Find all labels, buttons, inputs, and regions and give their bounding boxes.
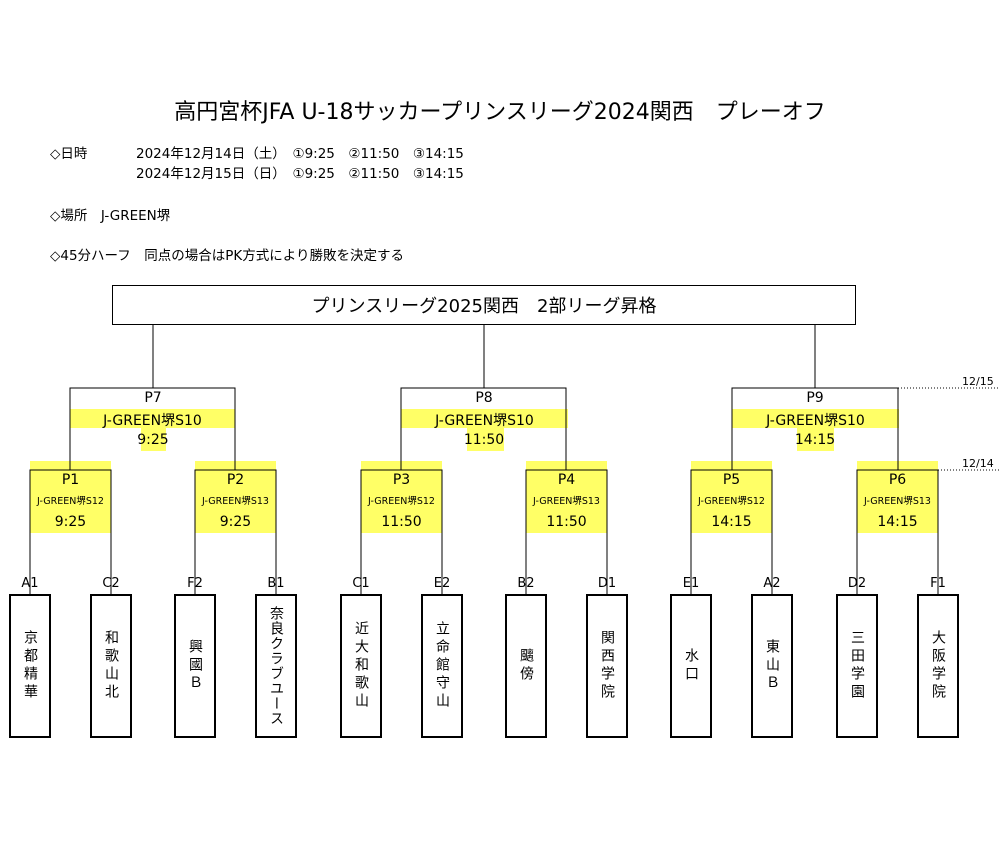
team-name: 興國Ｂ (187, 639, 203, 693)
match-venue-p8: J-GREEN堺S10 (435, 413, 534, 429)
match-time-p5: 14:15 (711, 514, 752, 530)
match-time-p1: 9:25 (54, 514, 87, 530)
match-venue-p6: J-GREEN堺S13 (864, 496, 931, 507)
team-box: 京都精華 (9, 594, 51, 738)
match-id-p8: P8 (475, 390, 493, 406)
team-box: 䬜傍 (505, 594, 547, 738)
match-venue-p5: J-GREEN堺S12 (698, 496, 765, 507)
seed-label: A2 (763, 576, 781, 591)
promotion-label: プリンスリーグ2025関西 2部リーグ昇格 (311, 296, 657, 317)
seed-label: A1 (21, 576, 39, 591)
seed-label: B1 (267, 576, 285, 591)
seed-label: C1 (352, 576, 370, 591)
date-line-2: 2024年12月15日（日） ①9:25 ②11:50 ③14:15 (136, 166, 464, 182)
rule-line: ◇45分ハーフ 同点の場合はPK方式により勝敗を決定する (50, 248, 404, 264)
team-box: 関西学院 (586, 594, 628, 738)
match-id-p5: P5 (722, 472, 741, 488)
final-venue-bg-p7 (70, 409, 235, 428)
seed-label: D2 (847, 576, 867, 591)
team-box: 和歌山北 (90, 594, 132, 738)
semi-venue-bg-p3 (361, 461, 442, 533)
semi-venue-bg-p6 (857, 461, 938, 533)
team-name: 関西学院 (599, 630, 615, 702)
seed-label: C2 (102, 576, 120, 591)
match-id-p2: P2 (226, 472, 245, 488)
match-venue-p9: J-GREEN堺S10 (766, 413, 865, 429)
team-name: 大阪学院 (930, 630, 946, 702)
seed-label: F1 (930, 576, 946, 591)
team-box: 奈良クラブユース (255, 594, 297, 738)
seed-label: F2 (187, 576, 203, 591)
match-time-p9: 14:15 (794, 432, 836, 448)
date-line-1: 2024年12月14日（土） ①9:25 ②11:50 ③14:15 (136, 146, 464, 162)
first-day-label: 12/14 (962, 457, 994, 470)
semi-venue-bg-p5 (691, 461, 772, 533)
semi-venue-bg-p1 (30, 461, 111, 533)
match-time-p3: 11:50 (381, 514, 422, 530)
match-id-p7: P7 (144, 390, 162, 406)
team-name: 立命館守山 (434, 621, 450, 711)
seed-label: B2 (517, 576, 535, 591)
team-name: 䬜傍 (518, 648, 534, 684)
final-time-bg-p9 (797, 428, 834, 451)
match-id-p1: P1 (61, 472, 80, 488)
final-venue-bg-p9 (732, 409, 899, 428)
match-venue-p4: J-GREEN堺S13 (533, 496, 600, 507)
team-name: 京都精華 (22, 630, 38, 702)
match-id-p9: P9 (806, 390, 824, 406)
match-id-p4: P4 (557, 472, 576, 488)
team-name: 奈良クラブユース (268, 606, 284, 726)
seed-label: E2 (433, 576, 451, 591)
match-id-p3: P3 (392, 472, 411, 488)
final-time-bg-p7 (141, 428, 166, 451)
place-line: ◇場所 J-GREEN堺 (50, 208, 171, 224)
team-box: 立命館守山 (421, 594, 463, 738)
semi-venue-bg-p4 (526, 461, 607, 533)
seed-label: E1 (682, 576, 700, 591)
team-box: 大阪学院 (917, 594, 959, 738)
team-name: 三田学園 (849, 630, 865, 702)
team-box: 東山Ｂ (751, 594, 793, 738)
match-time-p6: 14:15 (877, 514, 918, 530)
final-day-label: 12/15 (962, 375, 994, 388)
team-box: 近大和歌山 (340, 594, 382, 738)
final-venue-bg-p8 (401, 409, 568, 428)
seed-label: D1 (597, 576, 617, 591)
team-name: 水口 (683, 648, 699, 684)
page-title: 高円宮杯JFA U-18サッカープリンスリーグ2024関西 プレーオフ (174, 100, 826, 125)
semi-venue-bg-p2 (195, 461, 276, 533)
final-time-bg-p8 (467, 428, 504, 451)
promotion-box: プリンスリーグ2025関西 2部リーグ昇格 (112, 285, 856, 325)
match-time-p7: 9:25 (137, 432, 169, 448)
team-box: 水口 (670, 594, 712, 738)
match-time-p8: 11:50 (463, 432, 505, 448)
team-name: 和歌山北 (103, 630, 119, 702)
team-name: 東山Ｂ (764, 639, 780, 693)
match-venue-p3: J-GREEN堺S12 (368, 496, 435, 507)
team-name: 近大和歌山 (353, 621, 369, 711)
match-id-p6: P6 (888, 472, 907, 488)
match-time-p2: 9:25 (219, 514, 252, 530)
team-box: 三田学園 (836, 594, 878, 738)
match-venue-p7: J-GREEN堺S10 (103, 413, 202, 429)
match-time-p4: 11:50 (546, 514, 587, 530)
date-label: ◇日時 (50, 146, 88, 162)
team-box: 興國Ｂ (174, 594, 216, 738)
match-venue-p1: J-GREEN堺S12 (37, 496, 104, 507)
match-venue-p2: J-GREEN堺S13 (202, 496, 269, 507)
